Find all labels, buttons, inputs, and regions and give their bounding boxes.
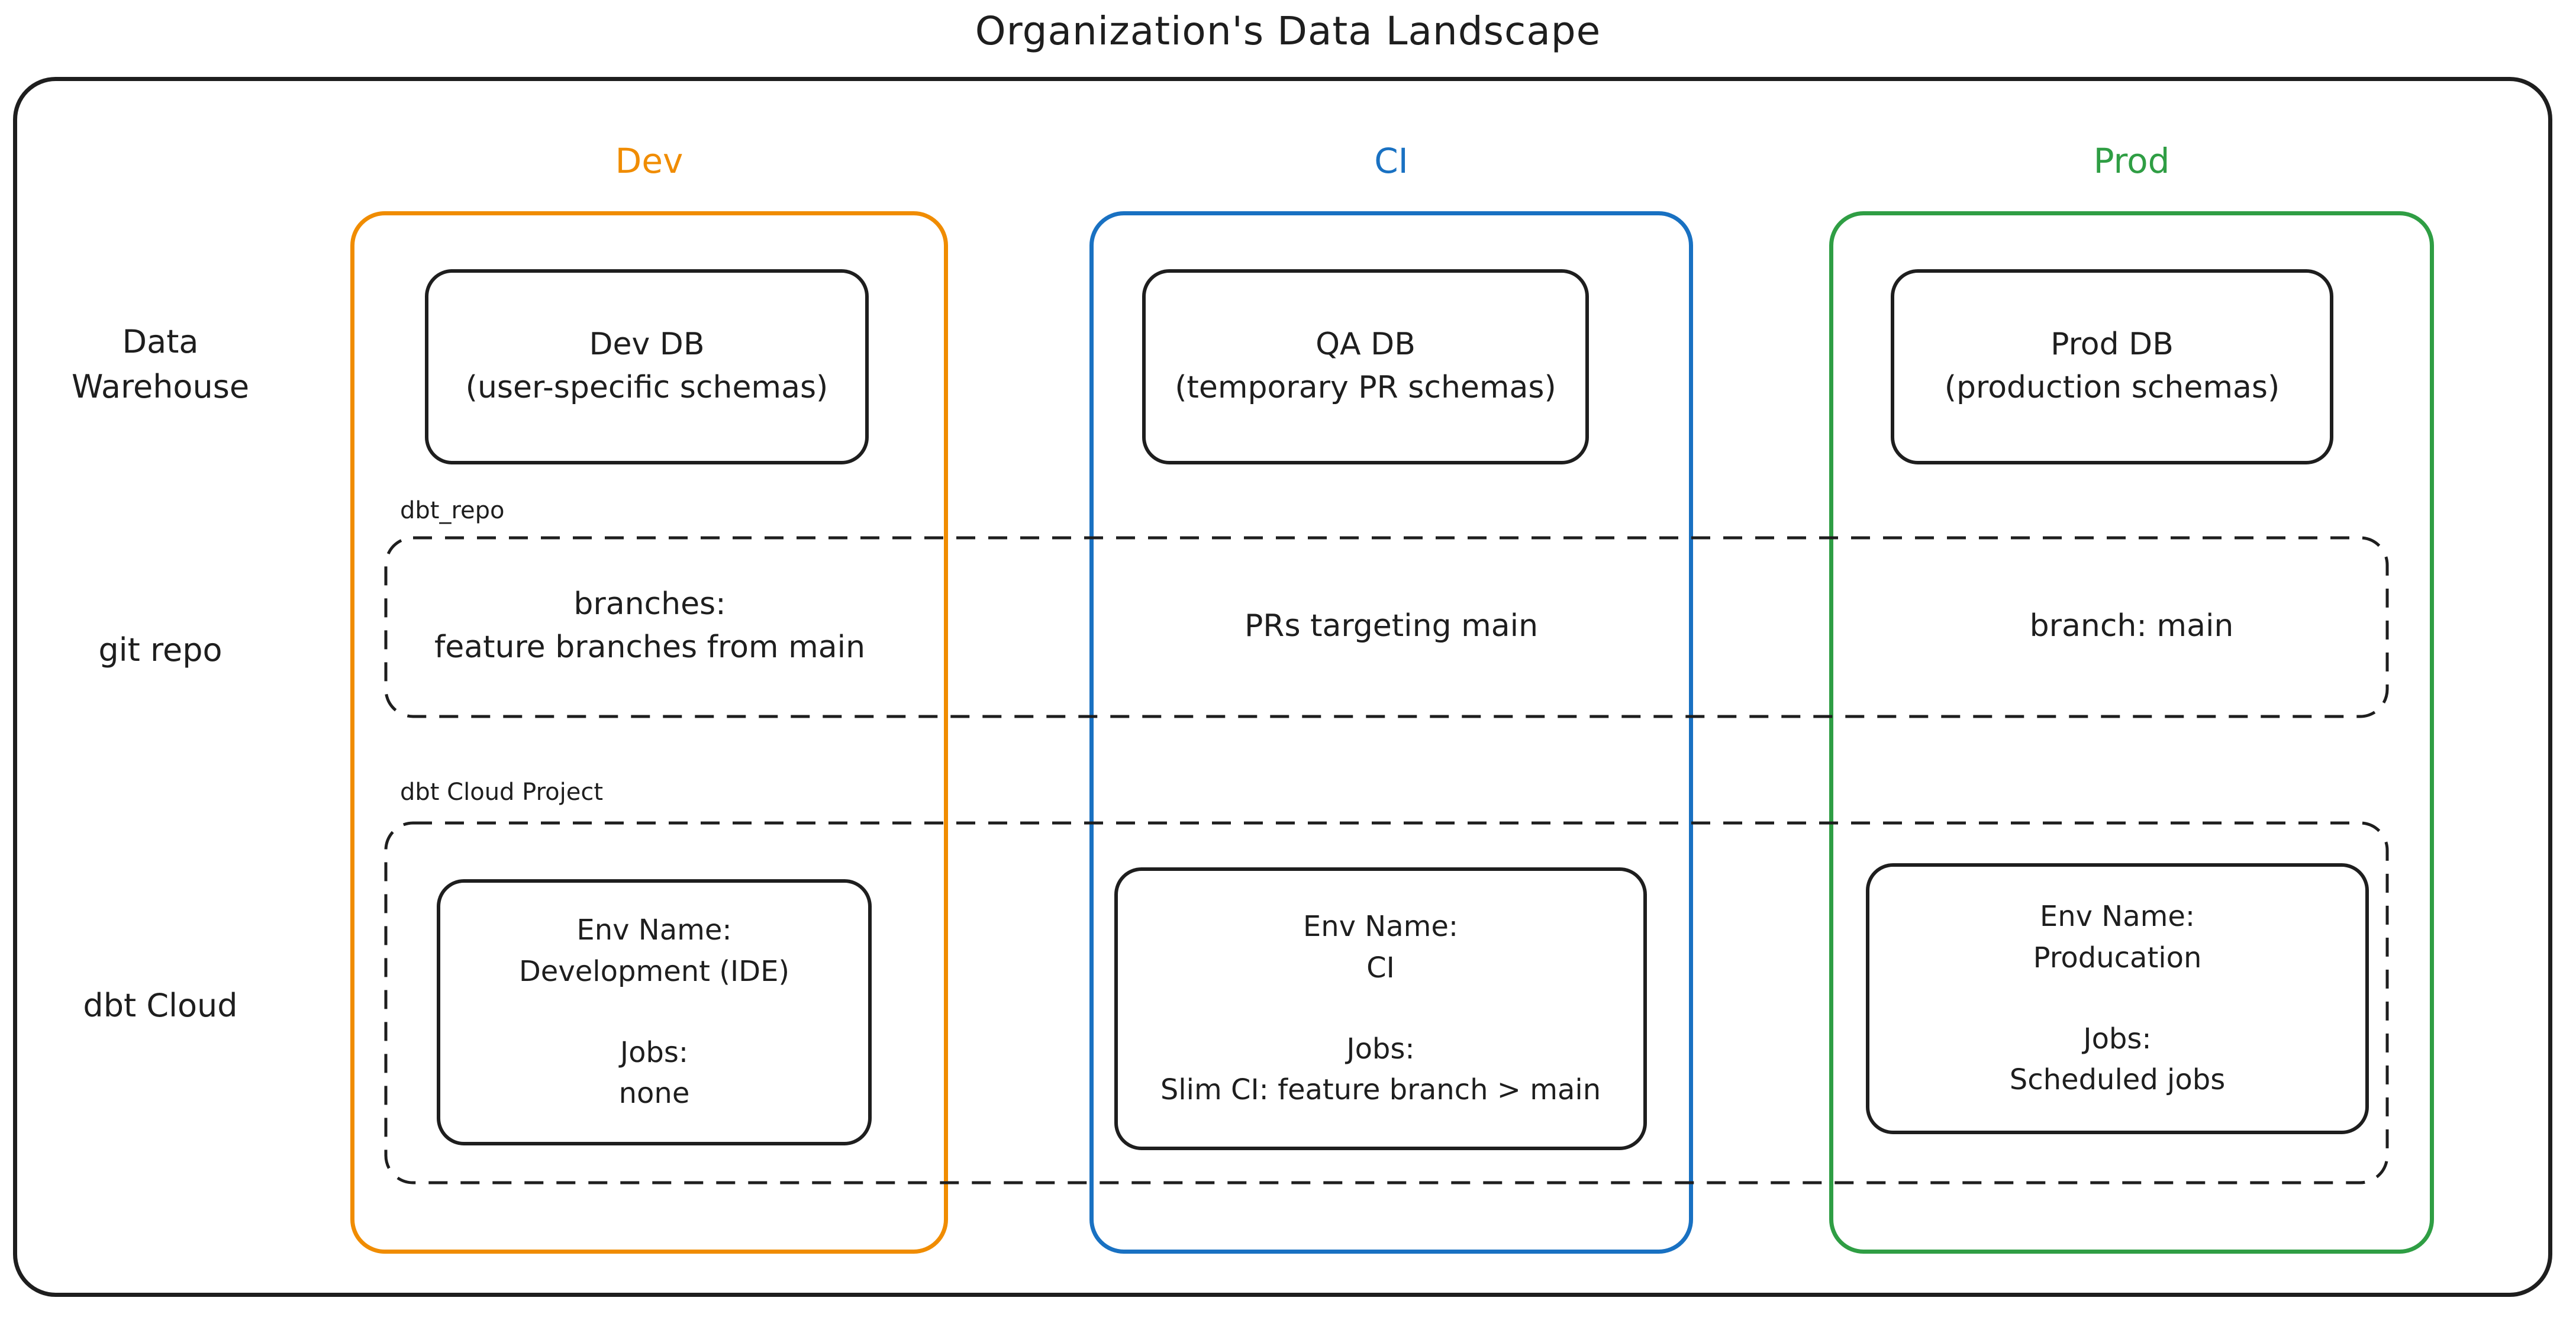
- dev-env-spacer: [440, 992, 868, 1032]
- column-header-dev: Dev: [615, 141, 684, 181]
- dev-env-name-value: Development (IDE): [518, 954, 790, 988]
- dev-jobs-value: none: [618, 1077, 690, 1111]
- row-label-git-repo: git repo: [98, 631, 223, 669]
- dbt-cloud-project-dashed-boundary: [384, 821, 2389, 1184]
- dev-db-subtitle: (user-specific schemas): [465, 370, 828, 405]
- git-info-ci: PRs targeting main: [1125, 535, 1658, 719]
- git-repo-dashed-boundary: [384, 536, 2389, 718]
- prod-environment-box: Env Name: Producation Jobs: Scheduled jo…: [1866, 863, 2369, 1134]
- row-label-data-warehouse: Data Warehouse: [33, 321, 288, 410]
- qa-db-box: QA DB (temporary PR schemas): [1142, 269, 1589, 464]
- row-label-data-warehouse-line2: Warehouse: [71, 367, 250, 405]
- column-box-ci: [1089, 211, 1693, 1254]
- dev-jobs-label: Jobs:: [620, 1035, 689, 1069]
- prod-env-spacer: [1869, 979, 2365, 1018]
- landscape-outer-container: [13, 77, 2552, 1297]
- ci-environment-box: Env Name: CI Jobs: Slim CI: feature bran…: [1114, 867, 1647, 1150]
- ci-env-name-label: Env Name:: [1302, 910, 1459, 944]
- git-info-prod: branch: main: [1865, 535, 2398, 719]
- ci-jobs-label: Jobs:: [1346, 1032, 1415, 1066]
- dbt-cloud-project-zone-label: dbt Cloud Project: [400, 779, 604, 806]
- prod-db-title: Prod DB: [2051, 327, 2174, 363]
- git-info-dev-line2: feature branches from main: [434, 630, 866, 665]
- row-label-data-warehouse-line1: Data: [122, 323, 199, 360]
- column-header-ci: CI: [1374, 141, 1408, 181]
- ci-env-spacer: [1118, 989, 1643, 1028]
- qa-db-subtitle: (temporary PR schemas): [1175, 370, 1556, 405]
- prod-jobs-label: Jobs:: [2083, 1022, 2152, 1055]
- git-info-ci-line1: PRs targeting main: [1244, 608, 1539, 644]
- dev-env-name-label: Env Name:: [576, 913, 732, 947]
- git-info-prod-line1: branch: main: [2029, 608, 2234, 644]
- row-label-dbt-cloud: dbt Cloud: [83, 987, 238, 1024]
- prod-env-name-value: Producation: [2033, 941, 2202, 974]
- prod-db-subtitle: (production schemas): [1944, 370, 2280, 405]
- ci-env-name-value: CI: [1366, 951, 1395, 984]
- dev-db-title: Dev DB: [589, 327, 705, 363]
- prod-db-box: Prod DB (production schemas): [1891, 269, 2333, 464]
- dev-db-box: Dev DB (user-specific schemas): [425, 269, 869, 464]
- git-info-dev: branches: feature branches from main: [383, 535, 916, 719]
- prod-jobs-value: Scheduled jobs: [2009, 1063, 2226, 1097]
- column-box-prod: [1829, 211, 2434, 1254]
- column-header-prod: Prod: [2093, 141, 2170, 181]
- ci-jobs-value: Slim CI: feature branch > main: [1160, 1073, 1601, 1107]
- git-repo-zone-label: dbt_repo: [400, 497, 505, 524]
- dev-environment-box: Env Name: Development (IDE) Jobs: none: [437, 879, 872, 1145]
- diagram-title: Organization's Data Landscape: [975, 8, 1601, 54]
- qa-db-title: QA DB: [1316, 327, 1416, 363]
- git-info-dev-line1: branches:: [573, 586, 726, 622]
- column-box-dev: [350, 211, 948, 1254]
- prod-env-name-label: Env Name:: [2039, 900, 2195, 934]
